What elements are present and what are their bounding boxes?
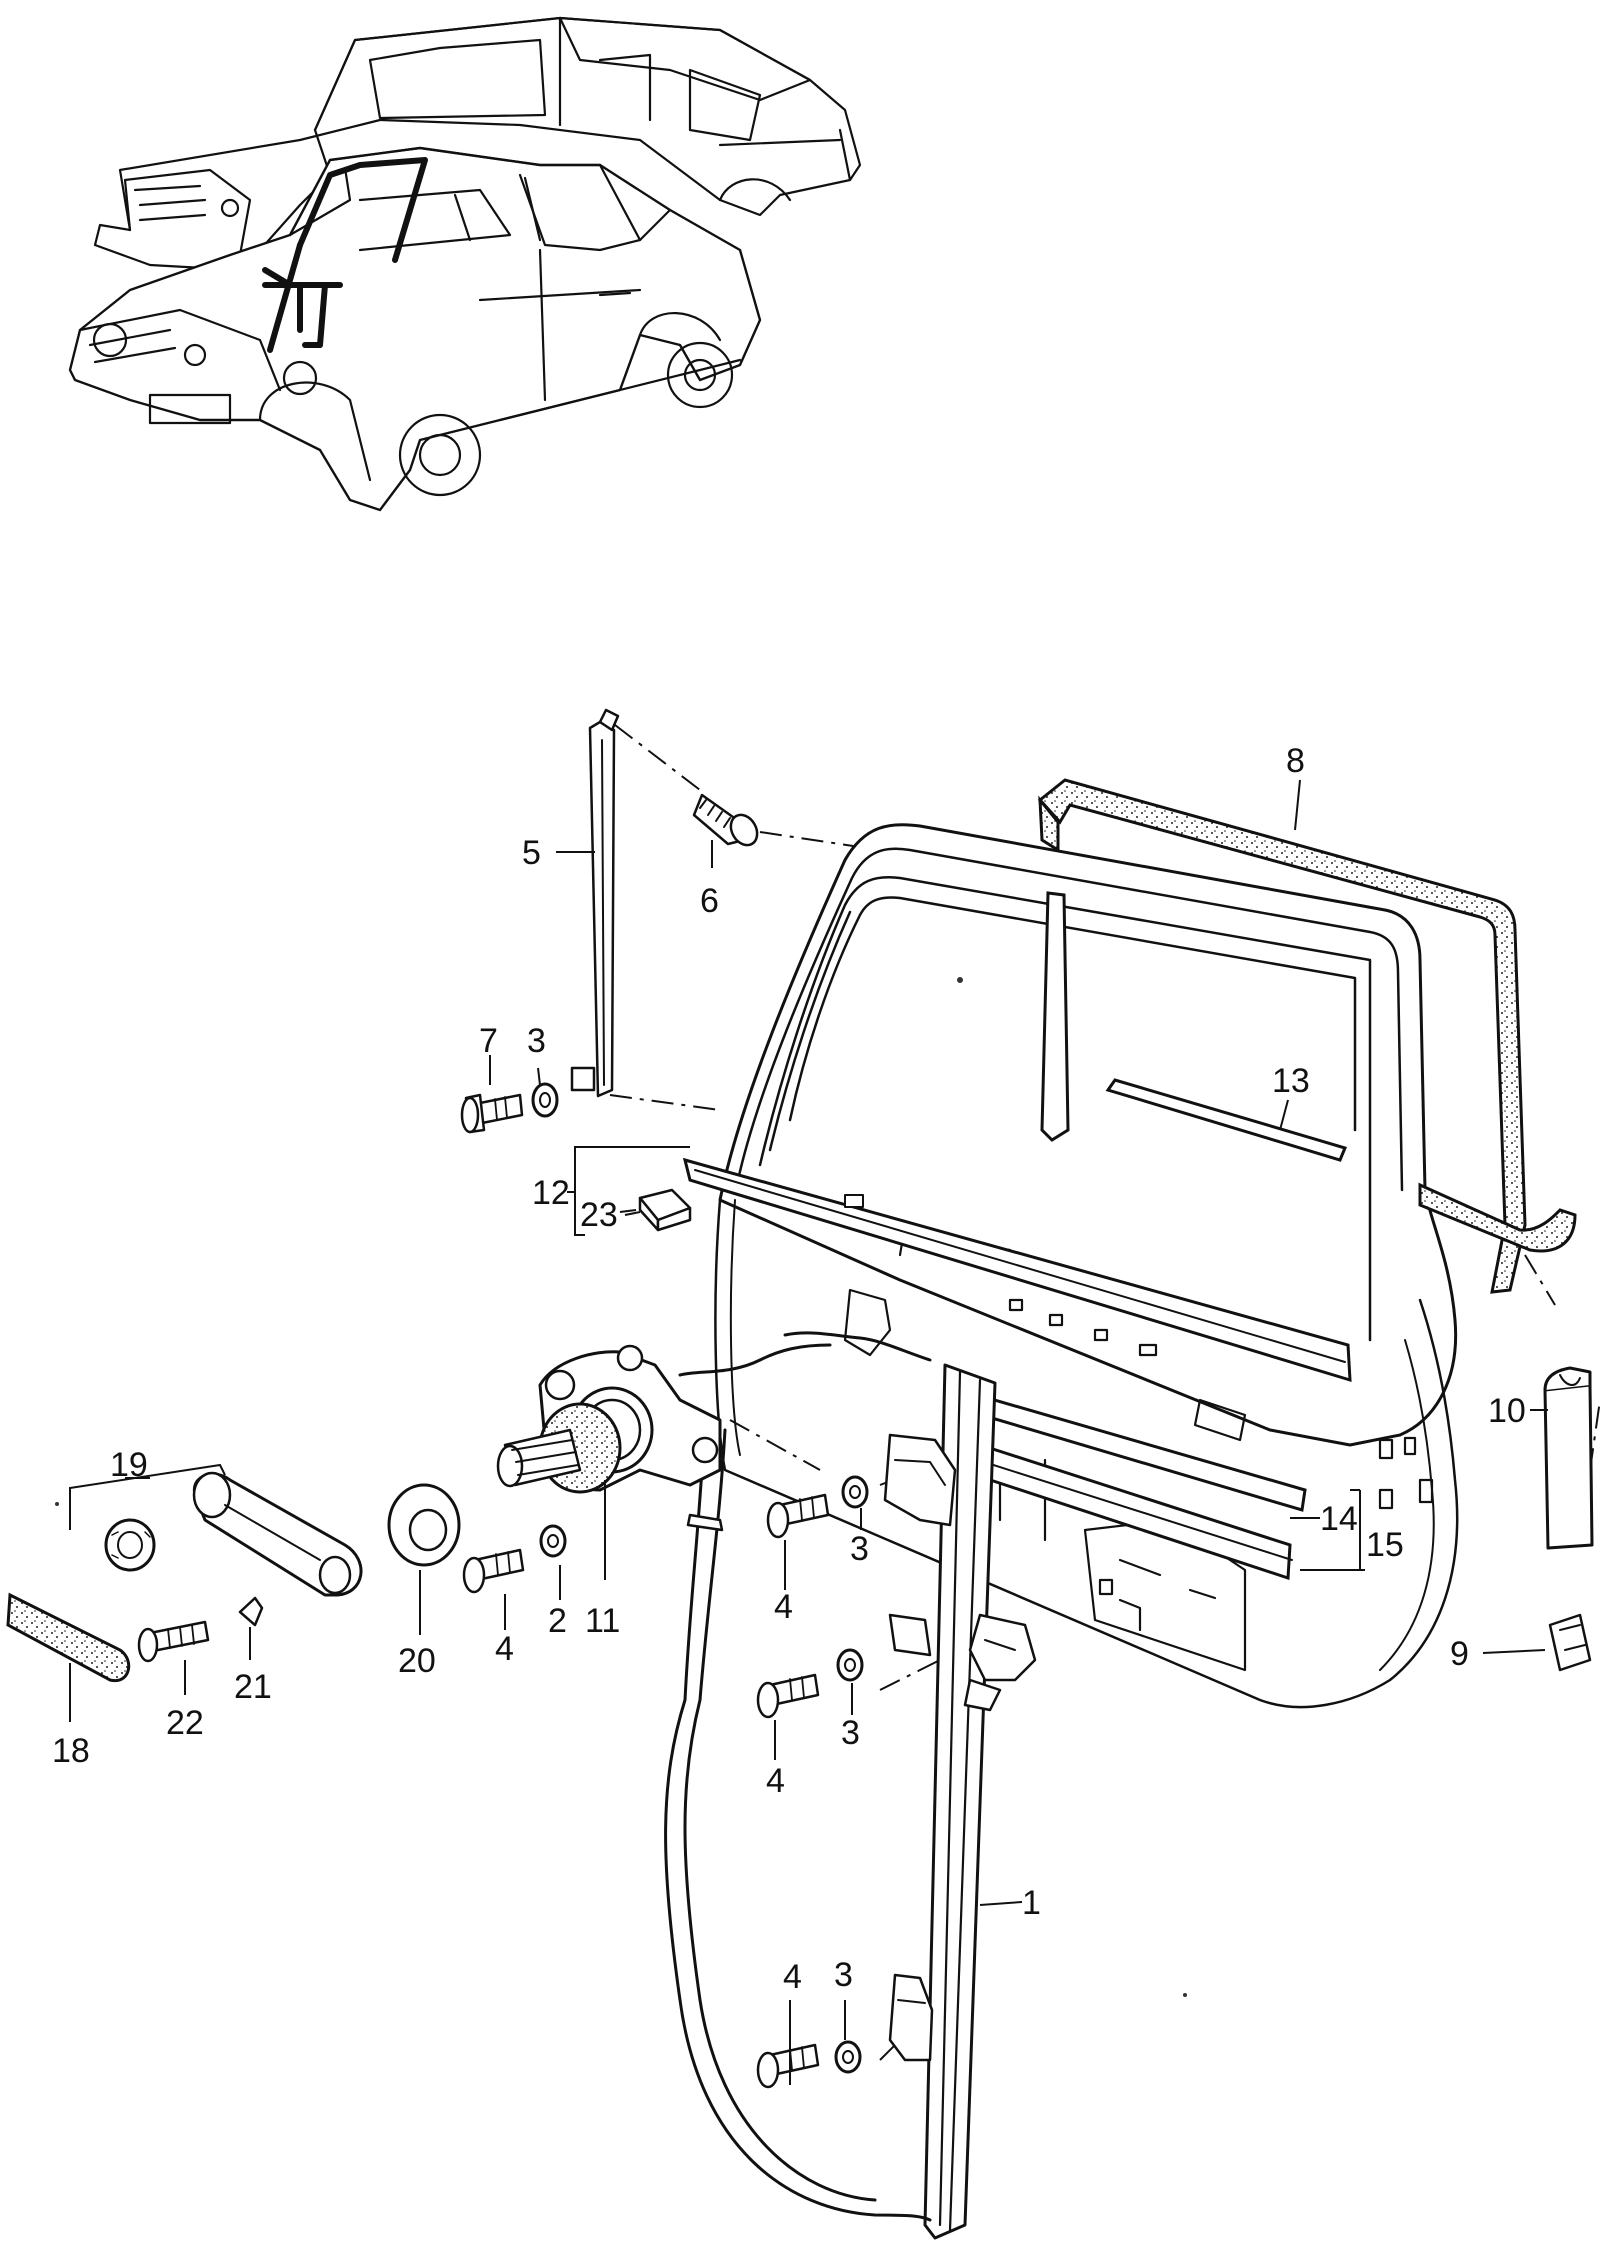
callout-4: 4 bbox=[783, 1958, 802, 1996]
bolt-4d bbox=[756, 2043, 820, 2089]
callout-labels: 1 2 3 3 3 3 4 4 4 4 5 6 7 8 9 10 11 12 1… bbox=[52, 742, 1526, 1996]
washer-2 bbox=[539, 1524, 567, 1558]
washer-3b bbox=[841, 1475, 869, 1509]
callout-2: 2 bbox=[548, 1602, 567, 1640]
trim-clip bbox=[638, 1188, 692, 1232]
clip-21 bbox=[238, 1596, 264, 1627]
highlighted-door-frame bbox=[262, 157, 428, 353]
callout-7: 7 bbox=[479, 1022, 498, 1060]
crank-knob bbox=[104, 1518, 156, 1572]
callout-15: 15 bbox=[1366, 1526, 1404, 1564]
hatchback-details bbox=[78, 146, 742, 497]
callout-23: 23 bbox=[580, 1196, 618, 1234]
callout-3: 3 bbox=[841, 1714, 860, 1752]
sedan-outline bbox=[93, 16, 862, 272]
callout-3: 3 bbox=[527, 1022, 546, 1060]
leader-lines bbox=[69, 779, 1548, 2085]
callout-12: 12 bbox=[532, 1174, 570, 1212]
washer-3a bbox=[531, 1082, 559, 1118]
callout-9: 9 bbox=[1450, 1635, 1469, 1673]
callout-4: 4 bbox=[495, 1630, 514, 1668]
washer-3c bbox=[836, 1648, 864, 1682]
door-shell bbox=[714, 823, 1459, 1709]
callout-19: 19 bbox=[110, 1446, 148, 1484]
door-cover bbox=[1543, 1366, 1594, 1550]
screw-22 bbox=[137, 1620, 210, 1663]
bolt-4b bbox=[462, 1548, 525, 1594]
callout-4: 4 bbox=[766, 1762, 785, 1800]
callout-20: 20 bbox=[398, 1642, 436, 1680]
window-channel-outer bbox=[682, 1157, 1352, 1383]
window-guide-rail bbox=[570, 708, 620, 1098]
trim-cover bbox=[6, 1592, 131, 1683]
callout-10: 10 bbox=[1488, 1392, 1526, 1430]
window-crank-handle bbox=[192, 1471, 363, 1597]
vehicle-illustration bbox=[68, 16, 862, 512]
callout-4: 4 bbox=[774, 1588, 793, 1626]
callout-11: 11 bbox=[585, 1602, 620, 1640]
callout-21: 21 bbox=[234, 1668, 272, 1706]
callout-5: 5 bbox=[522, 834, 541, 872]
tapping-screw bbox=[692, 793, 759, 847]
escutcheon bbox=[387, 1483, 461, 1567]
window-regulator bbox=[664, 1331, 1037, 2240]
callout-14: 14 bbox=[1320, 1500, 1358, 1538]
window-channel-inner bbox=[956, 1388, 1307, 1581]
bolt-4c bbox=[756, 1673, 820, 1719]
callout-18: 18 bbox=[52, 1732, 90, 1770]
callout-1: 1 bbox=[1022, 1884, 1041, 1922]
callout-22: 22 bbox=[166, 1704, 204, 1742]
window-channel-upper bbox=[1105, 1078, 1348, 1162]
callout-6: 6 bbox=[700, 882, 719, 920]
washer-3d bbox=[834, 2040, 862, 2074]
window-channel-vertical bbox=[1040, 891, 1070, 1142]
hatchback-outline bbox=[68, 146, 762, 512]
door-seal bbox=[1037, 778, 1577, 1294]
callout-13: 13 bbox=[1272, 1062, 1310, 1100]
callout-3: 3 bbox=[834, 1956, 853, 1994]
callout-8: 8 bbox=[1286, 742, 1305, 780]
clip-9 bbox=[1548, 1613, 1592, 1672]
crank-drive bbox=[496, 1344, 722, 1494]
bolt-7 bbox=[460, 1093, 524, 1134]
callout-3: 3 bbox=[850, 1530, 869, 1568]
scan-dots bbox=[55, 977, 1187, 1997]
bolt-4a bbox=[766, 1493, 830, 1539]
